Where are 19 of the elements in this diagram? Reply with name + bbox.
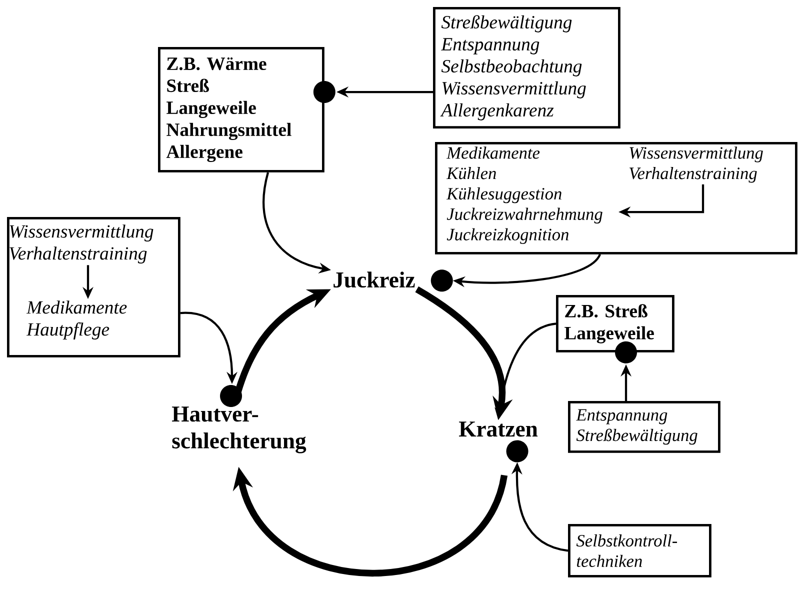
text-box: Z.B. Streß Langeweile <box>556 295 674 352</box>
text-label: Kratzen <box>459 422 538 437</box>
node-label: Allergene <box>166 144 242 162</box>
text-label: Juckreiz <box>334 272 415 288</box>
node-label: Langeweile <box>166 100 256 118</box>
node-label: Nahrungsmittel <box>166 122 292 140</box>
panel-box <box>7 217 180 358</box>
node-label: Streß <box>167 78 209 92</box>
panel-box <box>435 142 798 254</box>
text-box: Streßbewältigung Entspannung Selbstbeobachtung Wissensvermittlung Allergenkarenz <box>433 7 620 129</box>
text-label: Hautver- schlechterung <box>172 406 306 454</box>
text-box: Entspannung Streßbewältigung <box>568 401 720 453</box>
node-label: Z.B. Wärme <box>167 57 266 70</box>
text-label: Medikamente Hautpflege <box>26 300 127 340</box>
text-box: Selbstkontroll- techniken <box>568 524 712 578</box>
text-label: Wissensvermittlung Verhaltenstraining <box>10 224 154 264</box>
text-label: Wissensvermittlung Verhaltenstraining <box>630 146 763 183</box>
text-box: Z.B. Wärme Streß Langeweile Nahrungsmittel Allergene <box>158 47 324 172</box>
text-label: Medikamente Kühlen Kühlesuggestion Juckreizwahrnehmung Juckreizkognition <box>446 146 602 244</box>
